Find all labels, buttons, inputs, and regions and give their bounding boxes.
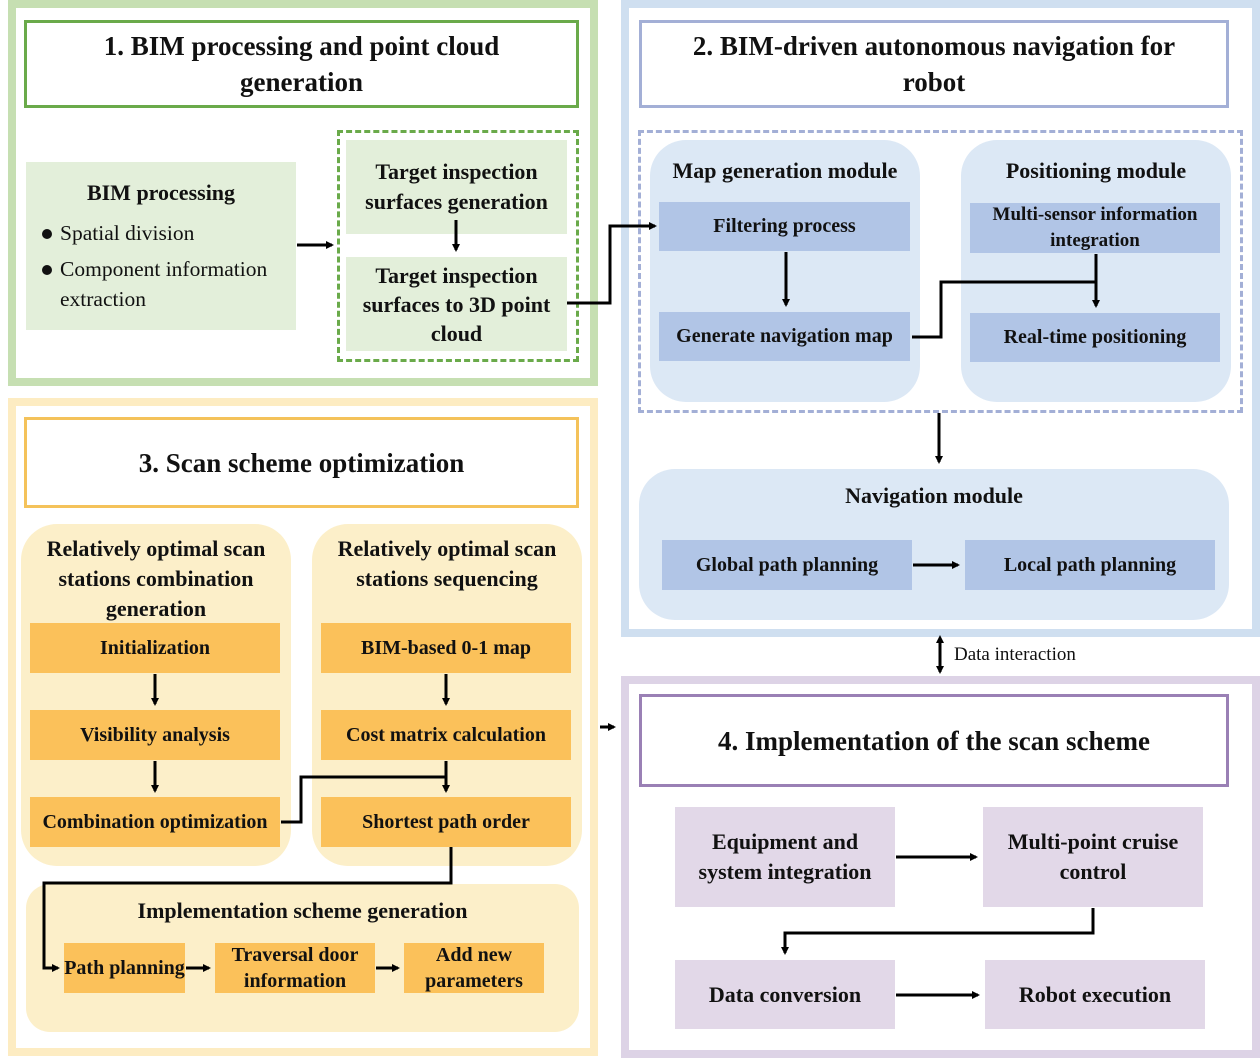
panel3-title-text: 3. Scan scheme optimization [138, 447, 465, 478]
panel1-title-text: 1. BIM processing and point cloud genera… [103, 31, 500, 97]
combination-optimization-box: Combination optimization [30, 797, 280, 847]
map-generation-module-title: Map generation module [672, 158, 898, 183]
sequencing-title: Relatively optimal scan stations sequenc… [337, 536, 557, 591]
add-new-parameters-box: Add new parameters [404, 943, 544, 993]
panel4-title: 4. Implementation of the scan scheme [639, 694, 1229, 787]
combination-generation-title: Relatively optimal scan stations combina… [46, 536, 266, 621]
bim-processing-list: Spatial division Component information e… [34, 218, 288, 314]
initialization-box: Initialization [30, 623, 280, 673]
visibility-analysis-box: Visibility analysis [30, 710, 280, 760]
panel1-title: 1. BIM processing and point cloud genera… [24, 20, 579, 108]
navigation-module-title: Navigation module [845, 483, 1023, 508]
target-surfaces-to-point-cloud-box: Target inspection surfaces to 3D point c… [346, 257, 567, 351]
traversal-door-information-box: Traversal door information [215, 943, 375, 993]
multi-sensor-integration-box: Multi-sensor information integration [970, 203, 1220, 253]
local-path-planning-box: Local path planning [965, 540, 1215, 590]
bim-processing-box: BIM processing Spatial division Componen… [26, 162, 296, 330]
bim-item-component-extraction: Component information extraction [34, 254, 288, 314]
bullet-icon [42, 265, 52, 275]
equipment-integration-box: Equipment and system integration [675, 807, 895, 907]
bullet-icon [42, 229, 52, 239]
positioning-module-title: Positioning module [1005, 158, 1187, 183]
bim-based-map-box: BIM-based 0-1 map [321, 623, 571, 673]
data-conversion-box: Data conversion [675, 960, 895, 1029]
path-planning-box: Path planning [64, 943, 185, 993]
panel2-title: 2. BIM-driven autonomous navigation for … [639, 20, 1229, 108]
real-time-positioning-box: Real-time positioning [970, 313, 1220, 362]
robot-execution-box: Robot execution [985, 960, 1205, 1029]
cost-matrix-calculation-box: Cost matrix calculation [321, 710, 571, 760]
data-interaction-label: Data interaction [954, 644, 1076, 665]
panel3-title: 3. Scan scheme optimization [24, 417, 579, 508]
panel4-title-text: 4. Implementation of the scan scheme [718, 725, 1150, 756]
generate-navigation-map-box: Generate navigation map [659, 312, 910, 361]
multi-point-cruise-box: Multi-point cruise control [983, 807, 1203, 907]
bim-processing-title: BIM processing [86, 180, 236, 205]
positioning-module: Positioning module [961, 140, 1231, 402]
shortest-path-order-box: Shortest path order [321, 797, 571, 847]
global-path-planning-box: Global path planning [662, 540, 912, 590]
bim-item-spatial-division: Spatial division [34, 218, 288, 248]
filtering-process-box: Filtering process [659, 202, 910, 251]
panel2-title-text: 2. BIM-driven autonomous navigation for … [692, 31, 1176, 97]
implementation-scheme-title: Implementation scheme generation [137, 898, 468, 923]
target-surfaces-generation-box: Target inspection surfaces generation [346, 140, 567, 234]
map-generation-module: Map generation module [650, 140, 920, 402]
